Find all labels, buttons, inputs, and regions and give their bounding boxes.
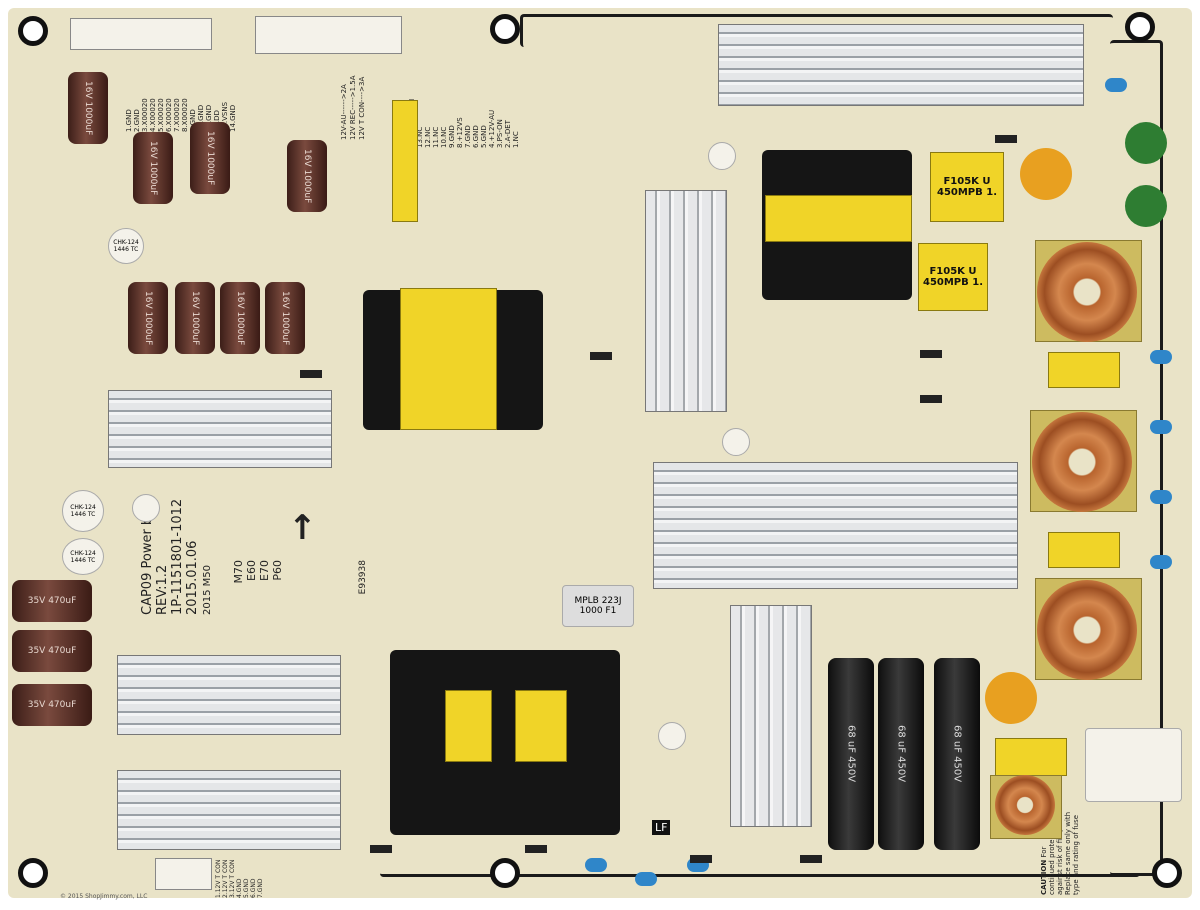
date-label: 2015.01.06 xyxy=(185,540,200,615)
lead-free-mark: LF xyxy=(652,820,671,835)
transformer-tape xyxy=(400,288,497,430)
electrolytic-capacitor: 16V 1000uF xyxy=(175,282,215,354)
mounting-hole xyxy=(18,16,48,46)
diode xyxy=(800,855,822,863)
heatsink xyxy=(117,655,341,735)
chk-component: CHK-124 1446 TC xyxy=(108,228,144,264)
connector-cn2 xyxy=(255,16,402,54)
heatsink xyxy=(730,605,812,827)
diode xyxy=(590,352,612,360)
mounting-hole xyxy=(1125,12,1155,42)
diode xyxy=(525,845,547,853)
diode xyxy=(690,855,712,863)
transformer-window xyxy=(515,690,567,762)
electrolytic-capacitor: 35V 470uF xyxy=(12,630,92,672)
arrow-up-icon: ↑ xyxy=(288,508,317,548)
mounting-hole xyxy=(18,858,48,888)
variant-label: M70 xyxy=(232,560,245,584)
varistor xyxy=(1125,185,1167,227)
chk-component: CHK-124 1446 TC xyxy=(62,490,104,532)
ceramic-capacitor xyxy=(1150,420,1172,434)
revision-label: REV:1.2 xyxy=(155,564,170,615)
mplb-capacitor: MPLB 223J 1000 F1 xyxy=(562,585,634,627)
mounting-clip xyxy=(708,142,736,170)
electrolytic-capacitor: 16V 1000uF xyxy=(68,72,108,144)
ceramic-capacitor xyxy=(635,872,657,886)
toroidal-inductor xyxy=(1032,412,1132,512)
ceramic-capacitor xyxy=(1150,490,1172,504)
bulk-capacitor: 68 uF 450V xyxy=(934,658,980,850)
common-mode-choke xyxy=(995,775,1055,835)
diode xyxy=(920,350,942,358)
model-label: CAP09 Power bd xyxy=(140,508,155,615)
diode xyxy=(300,370,322,378)
heatsink xyxy=(117,770,341,850)
transformer xyxy=(390,650,620,835)
mounting-clip xyxy=(658,722,686,750)
serial-sticker xyxy=(392,100,418,222)
ceramic-capacitor xyxy=(1105,78,1127,92)
ground-trace xyxy=(520,14,1113,47)
mounting-hole xyxy=(1152,858,1182,888)
varistor xyxy=(1125,122,1167,164)
ceramic-capacitor xyxy=(1150,350,1172,364)
ceramic-capacitor xyxy=(585,858,607,872)
electrolytic-capacitor: 16V 1000uF xyxy=(133,132,173,204)
x-capacitor xyxy=(1048,352,1120,388)
y-capacitor xyxy=(985,672,1037,724)
variant-label: E70 xyxy=(258,560,271,581)
series-label: 2015 M50 xyxy=(202,565,213,615)
film-capacitor: F105K U 450MPB 1. xyxy=(930,152,1004,222)
heatsink xyxy=(108,390,332,468)
part-number-label: 1P-1151801-1012 xyxy=(170,498,185,615)
transformer-tape xyxy=(765,195,912,242)
chk-component: CHK-124 1446 TC xyxy=(62,538,104,575)
connector-bottom xyxy=(155,858,212,890)
ul-code-label: E93938 xyxy=(358,560,368,595)
heatsink xyxy=(653,462,1018,589)
mounting-clip xyxy=(722,428,750,456)
diode xyxy=(995,135,1017,143)
mounting-hole xyxy=(490,858,520,888)
x-capacitor xyxy=(995,738,1067,776)
heatsink xyxy=(645,190,727,412)
bulk-capacitor: 68 uF 450V xyxy=(878,658,924,850)
mounting-hole xyxy=(490,14,520,44)
variant-label: E60 xyxy=(245,560,258,581)
ac-input-connector xyxy=(1085,728,1182,802)
electrolytic-capacitor: 16V 1000uF xyxy=(220,282,260,354)
connector-cn1 xyxy=(70,18,212,50)
film-capacitor: F105K U 450MPB 1. xyxy=(918,243,988,311)
electrolytic-capacitor: 16V 1000uF xyxy=(265,282,305,354)
y-capacitor xyxy=(1020,148,1072,200)
transformer-window xyxy=(445,690,492,762)
diode xyxy=(370,845,392,853)
connector2-pinout-label: 15.T CON_ON14.12V T CON13.NC12.NC11.NC10… xyxy=(400,99,520,148)
variant-label: P60 xyxy=(271,560,284,581)
mounting-clip xyxy=(132,494,160,522)
electrolytic-capacitor: 35V 470uF xyxy=(12,580,92,622)
ground-trace xyxy=(380,870,1140,877)
electrolytic-capacitor: 35V 470uF xyxy=(12,684,92,726)
toroidal-inductor xyxy=(1037,242,1137,342)
toroidal-inductor xyxy=(1037,580,1137,680)
electrolytic-capacitor: 16V 1000uF xyxy=(128,282,168,354)
electrolytic-capacitor: 16V 1000uF xyxy=(190,122,230,194)
copyright-text: © 2015 ShopJimmy.com, LLC xyxy=(60,893,148,900)
diode xyxy=(920,395,942,403)
x-capacitor xyxy=(1048,532,1120,568)
bulk-capacitor: 68 uF 450V xyxy=(828,658,874,850)
electrolytic-capacitor: 16V 1000uF xyxy=(287,140,327,212)
heatsink xyxy=(718,24,1084,106)
ceramic-capacitor xyxy=(1150,555,1172,569)
